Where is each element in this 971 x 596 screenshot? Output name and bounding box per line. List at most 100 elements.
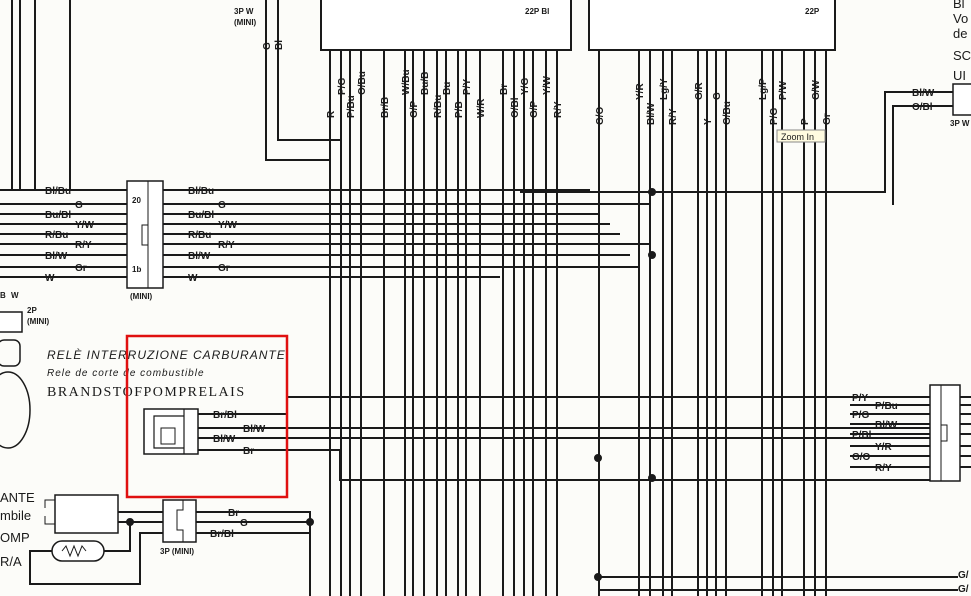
relay-wire-label: Bl/W: [243, 424, 266, 435]
junction-dot: [594, 454, 602, 462]
wire-label: R/Bu: [45, 230, 68, 241]
ecu-wire-label: O/Bu: [357, 71, 368, 95]
zoom-tooltip-text: Zoom In: [781, 132, 814, 142]
ecu-wire-label: R: [326, 110, 337, 118]
ecu-wire-label: Br: [499, 84, 510, 95]
ecu-wire-label: R/Y: [668, 108, 679, 125]
top-wire-label: Bl: [274, 40, 285, 50]
ecu-wire-label: P: [800, 118, 811, 125]
ecu-connector-left: [320, 0, 572, 51]
wire-label: W: [188, 273, 198, 284]
wire-label: Y/W: [218, 220, 237, 231]
wire-label: Gr: [75, 263, 87, 274]
ecu-wire-label: G: [712, 92, 723, 100]
wire-label: Y/W: [75, 220, 94, 231]
resistor-zigzag-icon: [61, 544, 87, 558]
ecu-wire-label: Lg/P: [758, 78, 769, 100]
mini-connector-pin-bottom: 1b: [132, 265, 141, 274]
right-connector-wire-label: Y/R: [875, 442, 892, 453]
right-connector-wire-label: P/Y: [852, 393, 868, 404]
ecu-connector-right: [588, 0, 836, 51]
ecu-wire-label: Bu/B: [420, 72, 431, 95]
small-connector-label: 2P: [27, 306, 37, 315]
wire-label: Bl/Bu: [188, 186, 214, 197]
small-connector-pin: B: [0, 291, 6, 300]
relay-wire: [198, 449, 930, 481]
ecu-wire-label: G/P: [529, 100, 540, 118]
junction-dot: [648, 188, 656, 196]
ecu-wire-label: P/G: [337, 78, 348, 95]
junction-dot: [306, 518, 314, 526]
wire-label: Bu/Bl: [45, 210, 71, 221]
right-connector-wire-label: G/O: [852, 452, 871, 463]
right-connector-wire-label: P/Bu: [875, 401, 898, 412]
ecu-wire-label: P/W: [778, 81, 789, 100]
ecu-connector-left-label: 22P Bl: [525, 7, 549, 16]
top-right-wire-label: O/Bl: [912, 102, 933, 113]
pump-side-label: mbile: [0, 508, 31, 523]
top-right-wire-label: Bl/W: [912, 88, 935, 99]
top-wire-label: G: [262, 42, 273, 50]
relay-wire-label: Bl/W: [213, 434, 236, 445]
pump-wire-label: Br/Bl: [210, 529, 234, 540]
relay-wire-label: Br: [243, 446, 254, 457]
top-right-text: Bl: [953, 0, 965, 11]
junction-dot: [594, 573, 602, 581]
top-right-text: SC: [953, 48, 971, 63]
right-connector-wire-label: P/Bl: [852, 430, 872, 441]
pump-connector-label: 3P (MINI): [160, 547, 194, 556]
pump-side-label: OMP: [0, 530, 30, 545]
ecu-connector-right-label: 22P: [805, 7, 820, 16]
relay-title-nl: BRANDSTOFPOMPRELAIS: [47, 385, 246, 400]
ecu-wire-label: R/Bu: [433, 95, 444, 118]
resistor-wire: [29, 532, 163, 585]
small-connector-sub: (MINI): [27, 317, 50, 326]
top-right-wire: [520, 91, 953, 193]
top-right-connector: [952, 83, 971, 116]
ecu-wire-label: Bu: [442, 82, 453, 95]
right-connector-wire-label: Bl/W: [875, 420, 898, 431]
right-connector: [929, 384, 961, 482]
ecu-wire-label: G/P: [409, 100, 420, 118]
pump-side-label: R/A: [0, 554, 22, 569]
wire-label: Bu/Bl: [188, 210, 214, 221]
wire-label: Bl/W: [188, 251, 211, 262]
pump-connector: [162, 499, 197, 543]
top-right-text: Vo: [953, 11, 968, 26]
relay-highlight-box: [125, 334, 289, 499]
zoom-tooltip: [776, 129, 826, 143]
wire-label: G: [218, 200, 226, 211]
pump-side-label: ANTE: [0, 490, 35, 505]
ecu-wire-label: Gr: [822, 113, 833, 125]
wire-label: R/Bu: [188, 230, 211, 241]
wire-label: G: [75, 200, 83, 211]
ecu-wire-label: P/G: [769, 108, 780, 125]
wire-label: Gr: [218, 263, 230, 274]
ecu-wire-label: P/B: [454, 101, 465, 118]
ecu-wire-label: G/R: [694, 81, 705, 100]
mini-connector-label: (MINI): [130, 292, 153, 301]
small-connector-pin: W: [11, 291, 19, 300]
ecu-wire-label: W/R: [476, 98, 487, 118]
fuel-pump: [54, 494, 119, 534]
wire-top-bl: [277, 0, 341, 141]
wire-top-g: [265, 0, 330, 161]
ecu-wire-label: Y/R: [635, 83, 646, 100]
ecu-wire-label: G/W: [811, 79, 822, 100]
relay-wire-label: Br/Bl: [213, 410, 237, 421]
top-right-text: UI: [953, 68, 966, 83]
relay-title-es: Rele de corte de combustible: [47, 368, 205, 379]
wire-label: R/Y: [75, 240, 92, 251]
wire-label: Bl/Bu: [45, 186, 71, 197]
ecu-wire-label: Bl/W: [646, 102, 657, 125]
ecu-wire-label: G/O: [595, 106, 606, 125]
relay-wire: [198, 396, 930, 415]
small-connector: [0, 311, 23, 333]
ecu-wire-label: P/Bu: [346, 95, 357, 118]
ecu-wire-label: Y/W: [542, 76, 553, 95]
top-right-connector-label: 3P W: [950, 119, 970, 128]
bottom-wire-label: G/: [958, 570, 969, 581]
pump-wire: [196, 511, 311, 596]
